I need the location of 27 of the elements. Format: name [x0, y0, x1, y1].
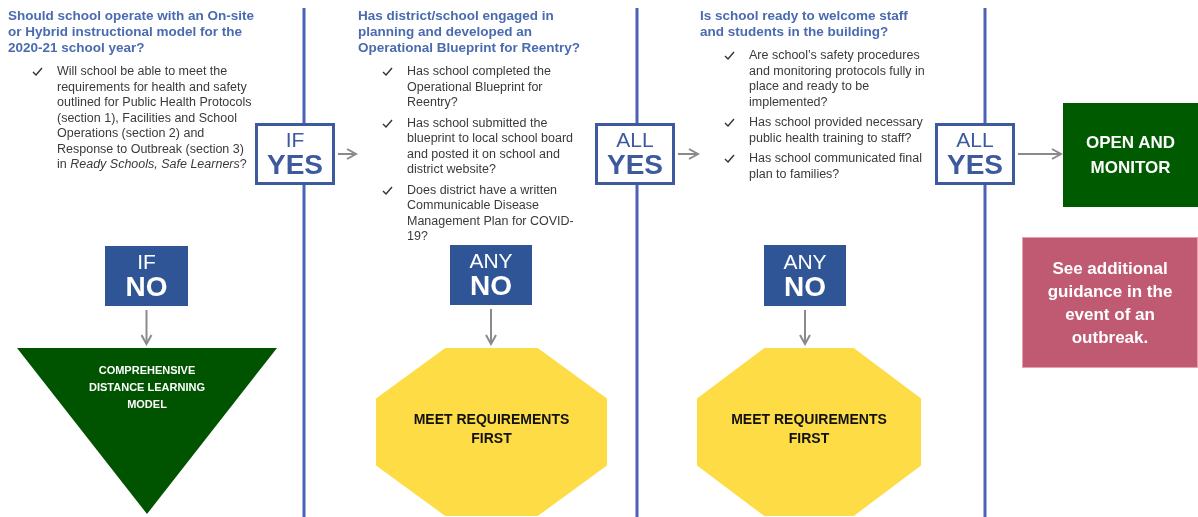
yes-decision-box: ALL YES — [935, 123, 1015, 185]
yes-decision-box: ALL YES — [595, 123, 675, 185]
question-heading: Is school ready to welcome staff and students in the building? — [700, 8, 909, 40]
checklist-item: Are school’s safety procedures and monitoring protocols fully in place and ready to be implemented? — [749, 48, 926, 110]
no-decision-box: ANY NO — [450, 245, 532, 305]
arrow — [1017, 148, 1062, 160]
outcome-label: COMPREHENSIVE DISTANCE LEARNING MODEL — [88, 363, 206, 412]
checklist-item: Will school be able to meet the requirements for health and safety outlined for Public Health Protocols (section 1), Facilities and School Operations (section 2) and Response to Outbreak (section 3) in Ready Schools, Safe Learners? — [57, 64, 252, 173]
note-box: See additional guidance in the event of an outbreak. — [1022, 237, 1198, 368]
arrow — [140, 309, 153, 345]
arrow — [677, 148, 699, 160]
yes-decision-box: IF YES — [255, 123, 335, 185]
no-decision-box: IF NO — [105, 246, 188, 306]
checklist-item: Has school submitted the blueprint to local school board and posted it on school and district website? — [407, 115, 575, 178]
checklist-item: Has school communicated final plan to families? — [749, 151, 923, 182]
no-decision-box: ANY NO — [764, 245, 846, 306]
outcome-label: MEET REQUIREMENTS FIRST — [730, 410, 888, 448]
outcome-box: OPEN AND MONITOR — [1063, 103, 1198, 207]
arrow — [799, 309, 811, 345]
arrow — [337, 148, 357, 160]
checklist-item: Has school provided necessary public health training to staff? — [749, 115, 924, 146]
arrow — [485, 308, 497, 345]
checklist-item: Does district have a written Communicable Disease Management Plan for COVID-19? — [407, 182, 575, 245]
question-heading: Should school operate with an On-site or Hybrid instructional model for the 2020-21 school year? — [8, 8, 256, 56]
checklist-item: Has school completed the Operational Blueprint for Reentry? — [407, 64, 552, 111]
question-heading: Has district/school engaged in planning and developed an Operational Blueprint for Reentry? — [358, 8, 582, 56]
outcome-label: MEET REQUIREMENTS FIRST — [412, 410, 571, 448]
